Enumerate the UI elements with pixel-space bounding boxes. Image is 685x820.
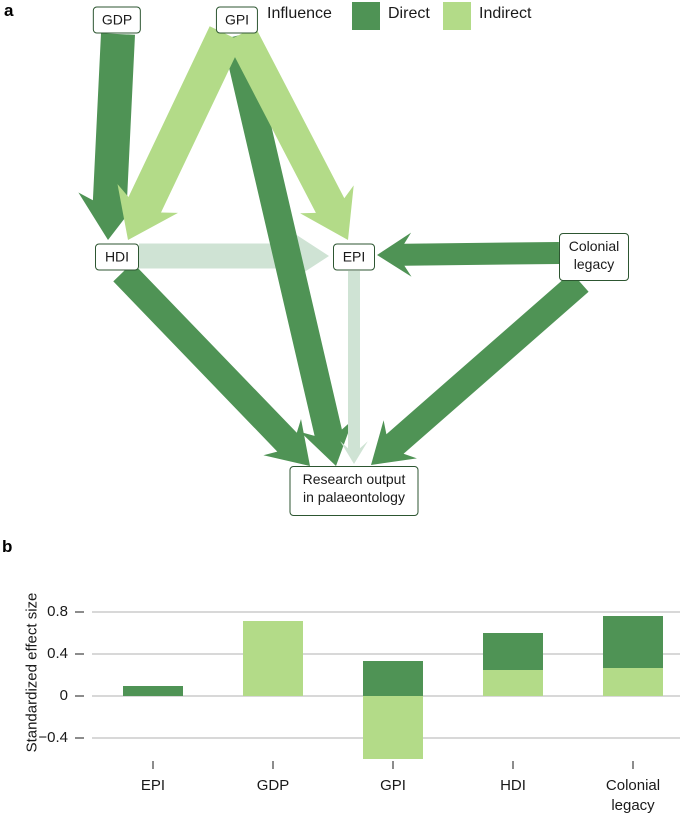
legend-swatch-direct (352, 2, 380, 30)
node-res: Research output in palaeontology (289, 466, 419, 516)
path-diagram-arrows (78, 26, 589, 467)
bar-gdp-indirect (243, 621, 303, 696)
legend-swatch-indirect (443, 2, 471, 30)
panel-a-label: a (4, 1, 14, 20)
gridline-0.4 (92, 653, 680, 655)
node-col: Colonial legacy (559, 233, 629, 281)
legend-label-indirect: Indirect (479, 5, 532, 22)
panel-b-label: b (2, 537, 13, 556)
x-tick-mark (632, 761, 634, 769)
x-category-label-gdp: GDP (256, 777, 290, 794)
arrow-col-to-res (371, 272, 589, 465)
arrow-gpi-to-res (222, 32, 353, 467)
legend-label-direct: Direct (388, 5, 430, 22)
x-category-label-gpi: GPI (380, 777, 406, 794)
arrow-gpi-to-hdi (117, 26, 243, 240)
y-tick-label: −0.4 (38, 729, 68, 746)
y-tick-mark (75, 695, 84, 697)
arrow-hdi-to-res (113, 262, 310, 466)
y-tick-mark (75, 737, 84, 739)
arrow-gdp-to-hdi (78, 33, 143, 241)
x-tick-mark (392, 761, 394, 769)
arrow-gpi-to-epi (226, 26, 354, 240)
node-hdi: HDI (95, 243, 139, 271)
bar-hdi-indirect (483, 669, 543, 696)
y-tick-mark (75, 653, 84, 655)
chart-legend: Influence Direct Indirect (0, 0, 685, 34)
x-category-label-epi: EPI (140, 777, 166, 794)
node-gpi: GPI (215, 6, 259, 34)
y-tick-mark (75, 611, 84, 613)
x-tick-mark (152, 761, 154, 769)
bar-colonial-legacy-indirect (603, 667, 663, 696)
bar-gpi-direct (363, 661, 423, 696)
gridline-0.8 (92, 611, 680, 613)
arrow-epi-to-res (340, 271, 368, 464)
x-tick-mark (272, 761, 274, 769)
node-gdp: GDP (92, 6, 142, 34)
y-tick-label: 0 (59, 687, 68, 704)
node-epi: EPI (333, 243, 375, 271)
x-category-label-colonial-legacy: Colonial legacy (605, 777, 661, 814)
bar-hdi-direct (483, 633, 543, 670)
y-tick-label: 0.4 (47, 645, 68, 662)
bar-epi-direct (123, 685, 183, 696)
bar-gpi-indirect (363, 696, 423, 759)
arrow-col-to-epi (377, 232, 560, 277)
bar-colonial-legacy-direct (603, 616, 663, 668)
legend-title: Influence (267, 5, 332, 22)
x-tick-mark (512, 761, 514, 769)
y-tick-label: 0.8 (47, 603, 68, 620)
x-category-label-hdi: HDI (500, 777, 526, 794)
